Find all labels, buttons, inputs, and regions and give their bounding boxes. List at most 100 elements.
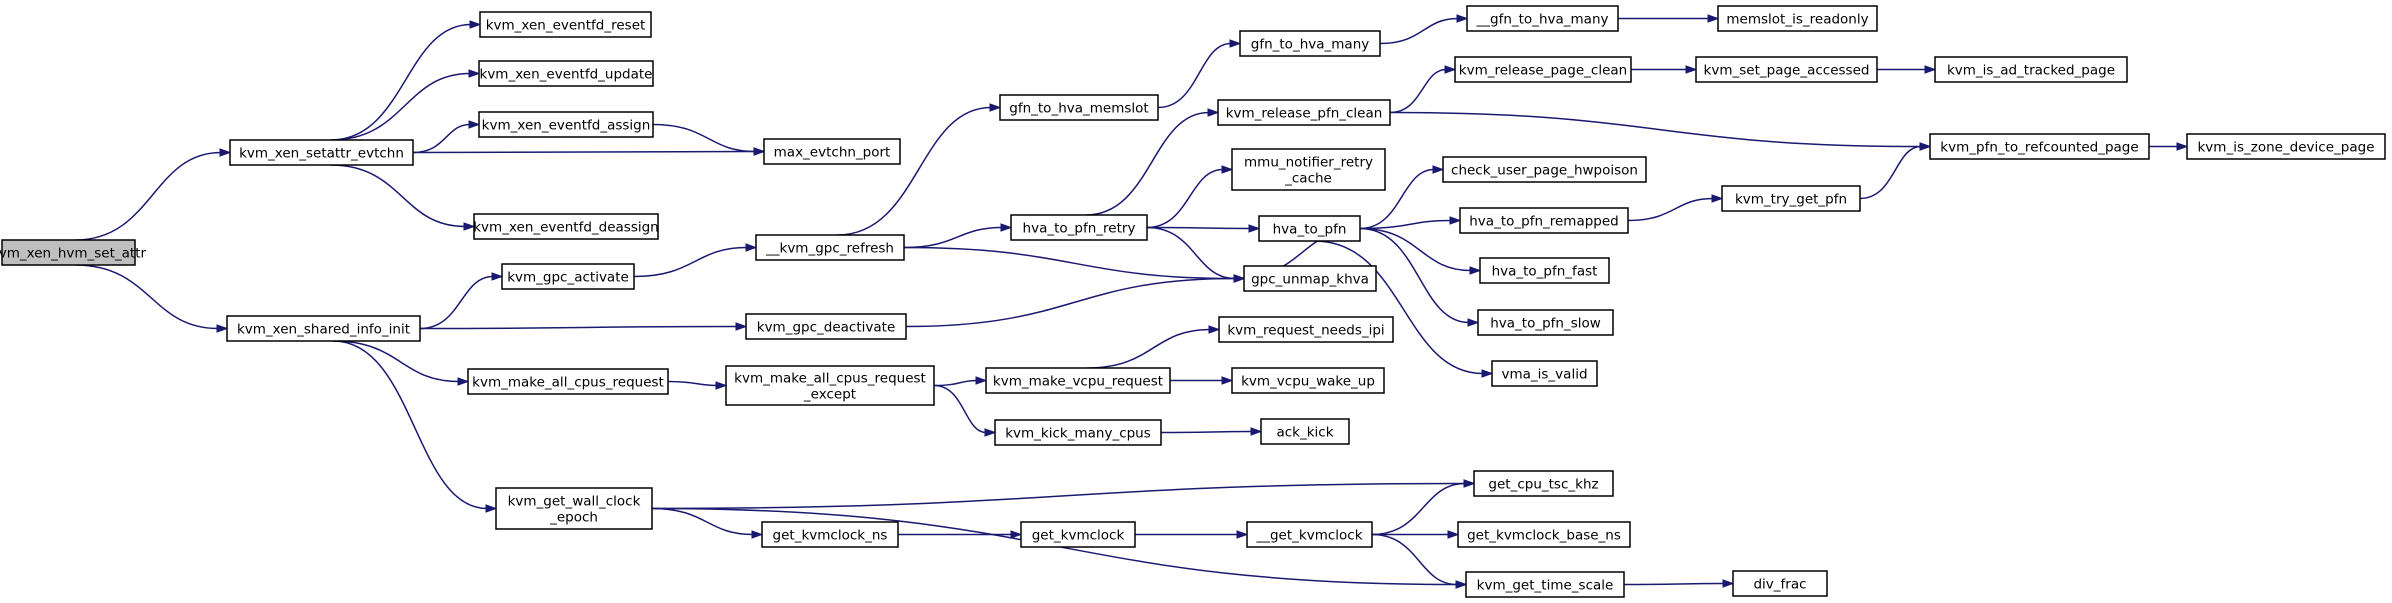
node-box xyxy=(2186,133,2386,160)
function-node-root[interactable]: kvm_xen_hvm_set_attr xyxy=(0,239,147,266)
call-edge xyxy=(933,379,978,387)
function-node-max-evtchn-port[interactable]: max_evtchn_port xyxy=(763,138,901,165)
function-node-get-wall-clock-epoch[interactable]: kvm_get_wall_clock_epoch xyxy=(495,487,653,530)
node-box xyxy=(985,367,1171,394)
arrow-head xyxy=(1221,376,1234,385)
function-node-hva-to-pfn-retry[interactable]: hva_to_pfn_retry xyxy=(1010,214,1148,241)
function-node-release-page-clean[interactable]: kvm_release_page_clean xyxy=(1454,56,1632,83)
function-node-memslot-is-readonly[interactable]: memslot_is_readonly xyxy=(1717,5,1878,32)
function-node-get-time-scale[interactable]: kvm_get_time_scale xyxy=(1465,571,1625,598)
function-node-gpc-refresh[interactable]: __kvm_gpc_refresh xyxy=(755,234,905,261)
function-node-mmu-notifier-retry-cache[interactable]: mmu_notifier_retry_cache xyxy=(1231,148,1386,191)
function-node-gpc-unmap-khva[interactable]: gpc_unmap_khva xyxy=(1243,265,1377,292)
function-node-gpc-activate[interactable]: kvm_gpc_activate xyxy=(501,263,635,290)
function-node-get-kvmclock[interactable]: __get_kvmclock xyxy=(1246,521,1373,548)
function-node-kick-many-cpus[interactable]: kvm_kick_many_cpus xyxy=(994,419,1162,446)
function-node-gfn-to-hva-many[interactable]: __gfn_to_hva_many xyxy=(1466,5,1619,32)
call-edge xyxy=(905,277,1236,328)
node-box xyxy=(761,521,899,548)
arrow-head xyxy=(1236,530,1249,539)
call-edge xyxy=(1160,430,1253,434)
function-node-setattr-evtchn[interactable]: kvm_xen_setattr_evtchn xyxy=(229,139,414,166)
function-node-make-vcpu-request[interactable]: kvm_make_vcpu_request xyxy=(985,367,1171,394)
node-box xyxy=(999,94,1159,121)
function-node-try-get-pfn[interactable]: kvm_try_get_pfn xyxy=(1721,185,1861,212)
function-node-get-kvmclock[interactable]: get_kvmclock xyxy=(1020,521,1136,548)
arrow-head xyxy=(469,20,482,29)
function-node-gfn-to-hva-many[interactable]: gfn_to_hva_many xyxy=(1239,30,1381,57)
call-edge xyxy=(412,123,471,154)
function-node-div-frac[interactable]: div_frac xyxy=(1732,570,1828,597)
node-box xyxy=(755,234,905,261)
call-edge xyxy=(903,246,1236,280)
function-node-ack-kick[interactable]: ack_kick xyxy=(1260,418,1350,445)
node-label: __get_kvmclock xyxy=(1255,528,1362,544)
function-node-pfn-to-refcounted-page[interactable]: kvm_pfn_to_refcounted_page xyxy=(1929,133,2150,160)
node-label: kvm_get_time_scale xyxy=(1477,578,1614,594)
node-box xyxy=(479,11,652,38)
function-node-get-cpu-tsc-khz[interactable]: get_cpu_tsc_khz xyxy=(1473,470,1614,497)
function-node-get-kvmclock-ns[interactable]: get_kvmclock_ns xyxy=(761,521,899,548)
function-node-hva-to-pfn-remapped[interactable]: hva_to_pfn_remapped xyxy=(1459,207,1629,234)
function-node-release-pfn-clean[interactable]: kvm_release_pfn_clean xyxy=(1217,99,1391,126)
node-label: kvm_xen_eventfd_assign xyxy=(482,118,651,134)
node-label: get_kvmclock xyxy=(1032,528,1125,544)
node-label: kvm_gpc_deactivate xyxy=(757,320,896,336)
node-box xyxy=(1934,56,2128,83)
function-node-shared-info-init[interactable]: kvm_xen_shared_info_init xyxy=(226,315,421,342)
call-edge xyxy=(651,507,754,536)
function-node-gpc-deactivate[interactable]: kvm_gpc_deactivate xyxy=(745,313,907,340)
arrow-head xyxy=(1455,580,1468,589)
node-box xyxy=(1459,207,1629,234)
node-box xyxy=(495,487,653,530)
node-label: _cache xyxy=(1284,171,1332,187)
function-node-request-needs-ipi[interactable]: kvm_request_needs_ipi xyxy=(1218,316,1394,343)
call-edge xyxy=(1379,17,1459,45)
node-label: __gfn_to_hva_many xyxy=(1476,12,1609,28)
function-node-make-all-cpus-request[interactable]: kvm_make_all_cpus_request xyxy=(467,368,669,395)
function-node-vcpu-wake-up[interactable]: kvm_vcpu_wake_up xyxy=(1231,367,1385,394)
arrow-head xyxy=(989,103,1002,112)
function-node-check-user-page-hwpoison[interactable]: check_user_page_hwpoison xyxy=(1442,156,1647,183)
function-node-eventfd-update[interactable]: kvm_xen_eventfd_update xyxy=(478,60,654,87)
call-edge xyxy=(1359,227,1470,324)
function-node-make-all-cpus-request-except[interactable]: kvm_make_all_cpus_request_except xyxy=(725,365,935,406)
arrow-head xyxy=(1685,65,1698,74)
node-box xyxy=(725,365,935,406)
function-node-hva-to-pfn-fast[interactable]: hva_to_pfn_fast xyxy=(1479,257,1610,284)
node-box xyxy=(1,239,136,266)
call-edge xyxy=(633,246,748,278)
arrow-head xyxy=(1456,14,1469,23)
node-box xyxy=(1010,214,1148,241)
function-node-hva-to-pfn[interactable]: hva_to_pfn xyxy=(1258,215,1361,242)
node-label: memslot_is_readonly xyxy=(1726,12,1868,28)
call-edge xyxy=(1623,582,1725,586)
arrow-head xyxy=(1221,165,1234,174)
node-label: hva_to_pfn xyxy=(1273,222,1347,238)
function-node-eventfd-reset[interactable]: kvm_xen_eventfd_reset xyxy=(479,11,652,38)
node-box xyxy=(745,313,907,340)
function-node-gfn-to-hva-memslot[interactable]: gfn_to_hva_memslot xyxy=(999,94,1159,121)
function-node-get-kvmclock-base-ns[interactable]: get_kvmclock_base_ns xyxy=(1457,521,1631,548)
node-box xyxy=(994,419,1162,446)
function-node-is-ad-tracked-page[interactable]: kvm_is_ad_tracked_page xyxy=(1934,56,2128,83)
node-box xyxy=(1260,418,1350,445)
node-box xyxy=(473,213,659,240)
call-edge xyxy=(75,264,219,330)
node-label: mmu_notifier_retry xyxy=(1244,155,1373,171)
node-box xyxy=(1479,257,1610,284)
call-edge xyxy=(75,151,222,241)
node-label: check_user_page_hwpoison xyxy=(1451,163,1638,179)
function-node-set-page-accessed[interactable]: kvm_set_page_accessed xyxy=(1695,56,1878,83)
call-edge xyxy=(330,164,466,228)
call-edge xyxy=(1314,240,1484,375)
call-edge xyxy=(1359,227,1472,272)
arrow-head xyxy=(468,69,481,78)
function-node-eventfd-deassign[interactable]: kvm_xen_eventfd_deassign xyxy=(473,213,659,240)
function-node-is-zone-device-page[interactable]: kvm_is_zone_device_page xyxy=(2186,133,2386,160)
node-label: gfn_to_hva_many xyxy=(1251,37,1369,53)
function-node-vma-is-valid[interactable]: vma_is_valid xyxy=(1491,360,1598,387)
function-node-eventfd-assign[interactable]: kvm_xen_eventfd_assign xyxy=(478,111,654,138)
function-node-hva-to-pfn-slow[interactable]: hva_to_pfn_slow xyxy=(1477,309,1614,336)
node-label: vma_is_valid xyxy=(1501,367,1587,383)
